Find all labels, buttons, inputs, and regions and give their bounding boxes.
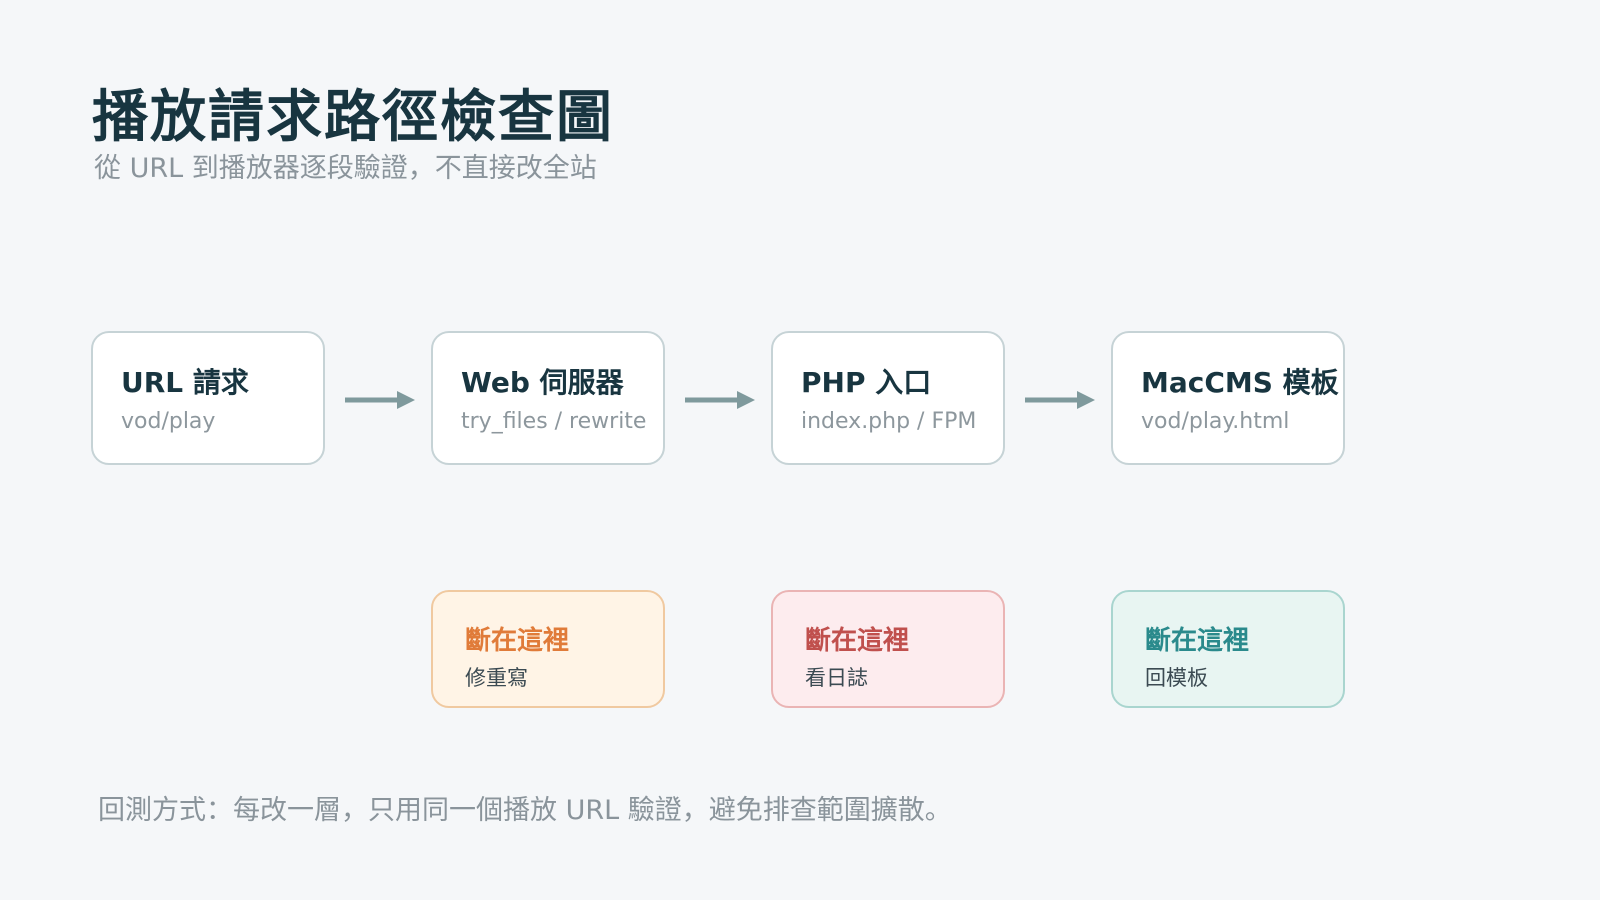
stage-name: PHP 入口 (801, 366, 932, 399)
arrow-right-icon (345, 391, 415, 409)
note-fix-rewrite: 斷在這裡 修重寫 (431, 590, 665, 708)
stage-name: MacCMS 模板 (1141, 366, 1339, 399)
stage-maccms-template: MacCMS 模板 vod/play.html (1111, 331, 1345, 465)
stage-url-request: URL 請求 vod/play (91, 331, 325, 465)
note-check-logs: 斷在這裡 看日誌 (771, 590, 1005, 708)
stage-detail: vod/play.html (1141, 409, 1290, 434)
stage-detail: index.php / FPM (801, 409, 977, 434)
note-back-to-template: 斷在這裡 回模板 (1111, 590, 1345, 708)
stage-detail: vod/play (121, 409, 216, 434)
note-title: 斷在這裡 (805, 626, 910, 656)
note-text: 回模板 (1145, 666, 1208, 690)
arrow-right-icon (685, 391, 755, 409)
page-subtitle: 從 URL 到播放器逐段驗證，不直接改全站 (94, 153, 597, 184)
note-title: 斷在這裡 (465, 626, 570, 656)
arrow-right-icon (1025, 391, 1095, 409)
page-title: 播放請求路徑檢查圖 (92, 85, 614, 150)
note-text: 修重寫 (465, 666, 528, 690)
stage-web-server: Web 伺服器 try_files / rewrite (431, 331, 665, 465)
note-text: 看日誌 (805, 666, 868, 690)
stage-name: Web 伺服器 (461, 366, 624, 399)
note-title: 斷在這裡 (1145, 626, 1250, 656)
stage-detail: try_files / rewrite (461, 409, 647, 434)
stage-php-entry: PHP 入口 index.php / FPM (771, 331, 1005, 465)
footer-note: 回測方式：每改一層，只用同一個播放 URL 驗證，避免排查範圍擴散。 (98, 795, 952, 826)
stage-name: URL 請求 (121, 366, 249, 399)
